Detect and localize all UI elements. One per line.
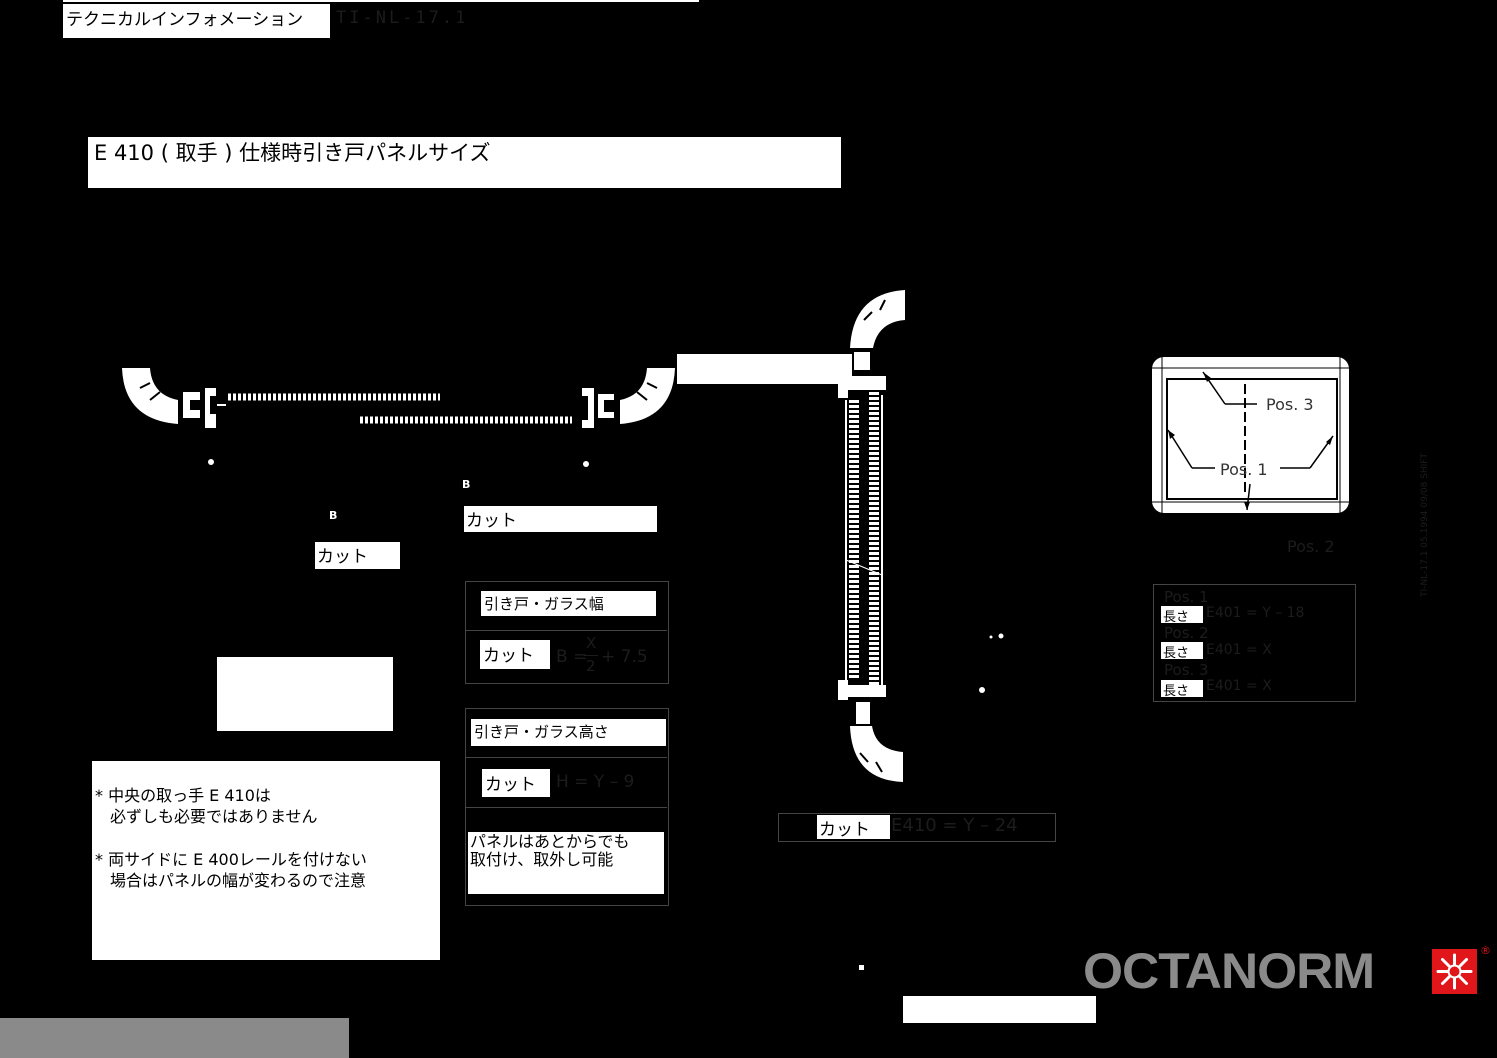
footer-box	[903, 996, 1096, 1023]
pos-table-label-box-3: 長さ	[1161, 680, 1203, 699]
pos-table-pos-1: Pos. 1	[1164, 588, 1209, 606]
header-label-box: テクニカルインフォメーション	[63, 4, 330, 38]
pos-table-pos-2: Pos. 2	[1164, 624, 1209, 642]
side-doc-text: TI-NL-17.1 05.1994 09/08 SHIFT	[1420, 453, 1430, 597]
pos-table-formula-1: E401 = Y – 18	[1206, 605, 1305, 621]
width-cut-label: カット	[483, 646, 534, 666]
right-connector	[582, 388, 594, 428]
e410-formula: E410 = Y – 24	[891, 815, 1018, 836]
e410-formula-frame	[778, 813, 1056, 842]
fraction-bar	[584, 655, 598, 656]
doc-code: TI-NL-17.1	[336, 8, 469, 28]
pos-table-label-2: 長さ	[1163, 646, 1190, 661]
header-rule	[63, 0, 699, 2]
pos3-label: Pos. 3	[1266, 395, 1314, 414]
height-divider-1	[465, 757, 667, 758]
pos-table-label-box-2: 長さ	[1161, 642, 1203, 661]
height-cut-label: カット	[485, 775, 536, 795]
dim-b-small: B	[462, 478, 471, 491]
left-corner-profile	[122, 368, 178, 424]
brand-name: OCTANORM	[1083, 943, 1375, 999]
width-title: 引き戸・ガラス幅	[484, 595, 604, 613]
cut-top-right-label: カット	[466, 511, 517, 531]
top-corner-profile	[850, 290, 905, 348]
width-formula-b: B =	[556, 647, 588, 667]
note2-line2: 場合はパネルの幅が変わるので注意	[110, 871, 367, 890]
bottom-corner-profile	[850, 726, 903, 782]
height-title-box: 引き戸・ガラス高さ	[471, 719, 666, 746]
left-connector	[183, 392, 200, 418]
pos-table-label-3: 長さ	[1163, 684, 1190, 699]
width-formula-frame	[465, 581, 669, 684]
panel-note-line2: 取付け、取外し可能	[470, 850, 614, 869]
brand-star-icon	[1432, 949, 1477, 994]
header-label: テクニカルインフォメーション	[66, 10, 304, 30]
pos-table-label-1: 長さ	[1163, 610, 1190, 625]
width-formula-num: X	[586, 634, 597, 652]
height-divider-2	[465, 807, 667, 808]
width-formula-den: 2	[586, 657, 596, 675]
note1-line2: 必ずしも必要ではありません	[110, 807, 318, 826]
pos-table-formula-3: E401 = X	[1206, 678, 1272, 694]
width-formula-tail: + 7.5	[601, 647, 648, 667]
blank-box	[217, 657, 393, 731]
brand-logo: OCTANORM ®	[1083, 943, 1495, 1000]
pos-table-pos-3: Pos. 3	[1164, 661, 1209, 679]
pos1-label: Pos. 1	[1220, 460, 1268, 479]
pos2-label: Pos. 2	[1287, 537, 1335, 556]
notes-box: * 中央の取っ手 E 410は 必ずしも必要ではありません * 両サイドに E …	[92, 761, 440, 960]
cut-top-right-box: カット	[464, 506, 657, 532]
height-title: 引き戸・ガラス高さ	[474, 723, 609, 741]
panel-note-box: パネルはあとからでも 取付け、取外し可能	[468, 832, 664, 894]
page-title: E 410 ( 取手 ) 仕様時引き戸パネルサイズ	[94, 141, 491, 165]
pos-table	[1153, 584, 1356, 702]
panel-note-line1: パネルはあとからでも	[470, 832, 630, 851]
cut-left-box: カット	[315, 542, 400, 569]
note2-line1: * 両サイドに E 400レールを付けない	[95, 850, 367, 869]
footer-bar	[0, 1018, 349, 1058]
height-formula: H = Y – 9	[556, 772, 635, 792]
width-title-box: 引き戸・ガラス幅	[481, 591, 656, 616]
title-box: E 410 ( 取手 ) 仕様時引き戸パネルサイズ	[88, 137, 841, 188]
e410-cut-label: カット	[819, 820, 870, 840]
note1-line1: * 中央の取っ手 E 410は	[95, 786, 271, 805]
height-cut-box: カット	[482, 769, 550, 797]
width-cut-box: カット	[480, 640, 550, 669]
right-corner-profile	[620, 368, 675, 424]
bridge-bar	[677, 354, 852, 384]
brand-registered: ®	[1480, 944, 1491, 957]
cut-left-label: カット	[317, 547, 368, 567]
pos-table-formula-2: E401 = X	[1206, 642, 1272, 658]
e410-cut-box: カット	[817, 815, 890, 840]
pos-table-label-box-1: 長さ	[1161, 606, 1203, 625]
dim-b-left: B	[329, 509, 338, 522]
width-formula-divider	[465, 630, 667, 631]
